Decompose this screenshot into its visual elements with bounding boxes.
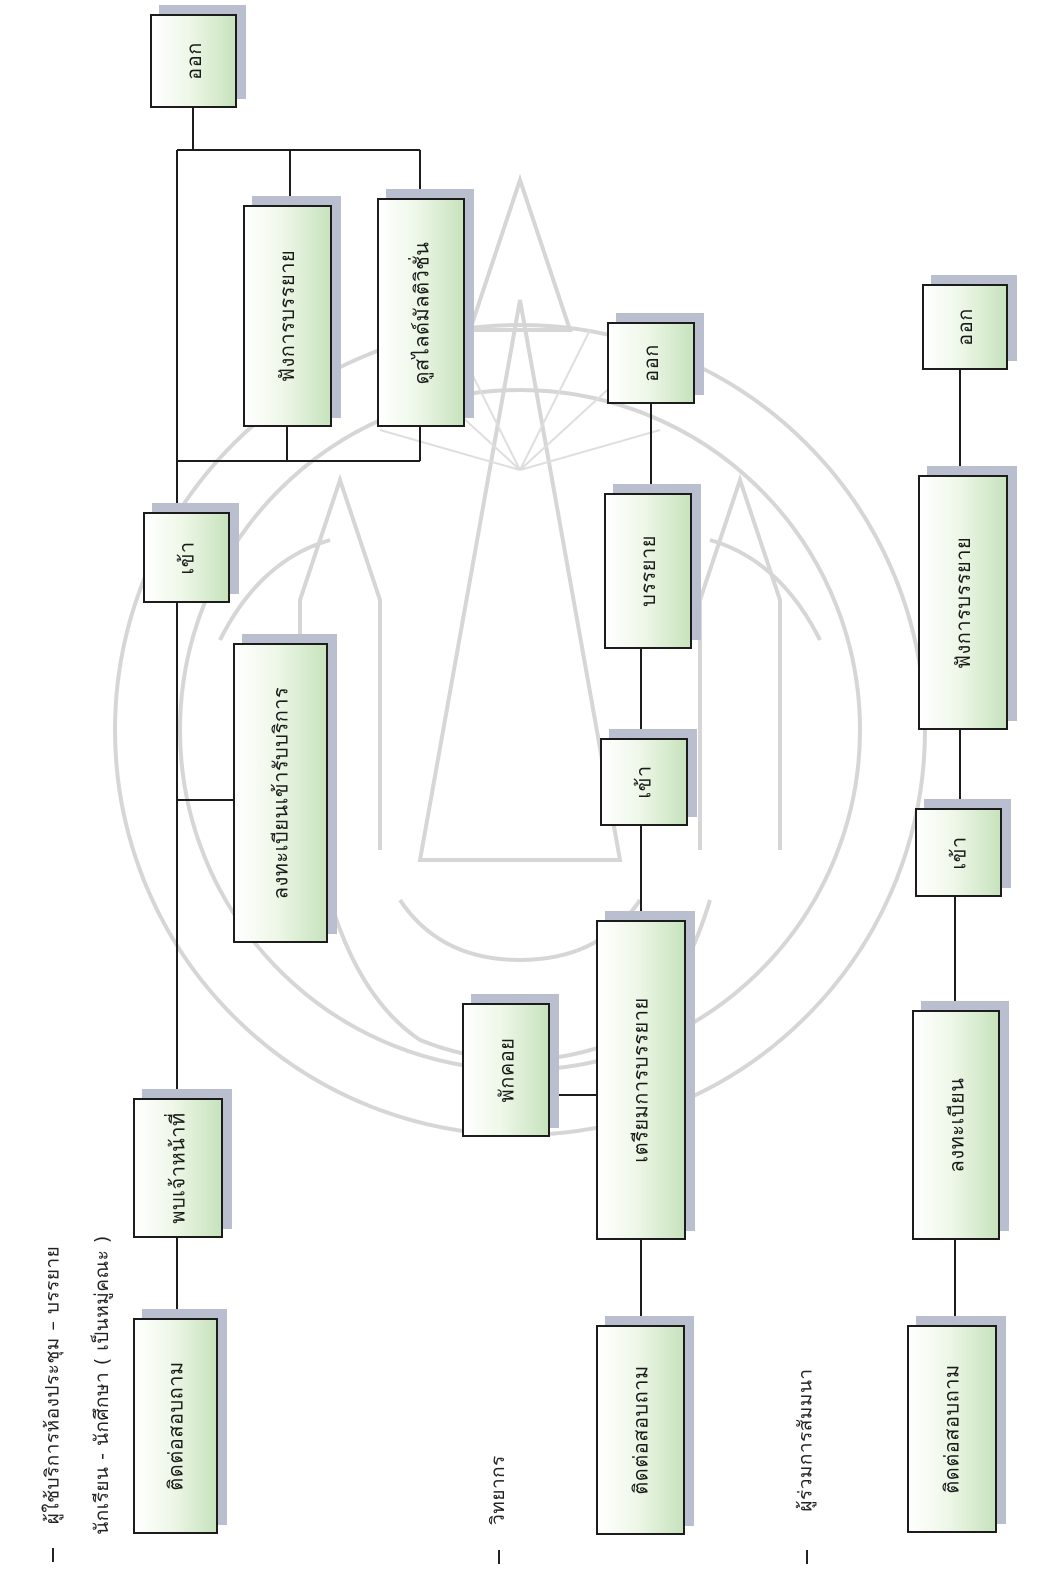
box-enter-3: เข้า (915, 808, 1002, 897)
box-rest-label: พักคอย (494, 1037, 518, 1103)
heading-students-text: นักเรียน - นักศึกษา ( เป็นหมู่คณะ ) (91, 1235, 114, 1535)
heading-seminar: ผู้ร่วมการสัมมนา (776, 1335, 836, 1545)
bullet-dash (52, 1548, 54, 1562)
heading-students: นักเรียน - นักศึกษา ( เป็นหมู่คณะ ) (72, 1200, 132, 1570)
box-exit-2-label: ออก (638, 344, 663, 382)
heading-speaker-text: วิทยากร (487, 1455, 509, 1525)
box-lecture: บรรยาย (604, 493, 692, 649)
box-enter-2-label: เข้า (632, 765, 656, 799)
box-contact-1: ติดต่อสอบถาม (133, 1318, 218, 1534)
box-enter-1: เข้า (143, 512, 230, 603)
box-exit-3-label: ออก (952, 308, 977, 346)
box-enter-2: เข้า (600, 738, 688, 826)
bullet-dash (806, 1550, 808, 1564)
box-slides-label: ดูสไลด์มัลติวิชั่น (409, 241, 433, 384)
box-contact-1-label: ติดต่อสอบถาม (163, 1361, 188, 1491)
box-prepare-label: เตรียมการบรรยาย (629, 997, 653, 1163)
box-register-service: ลงทะเบียนเข้ารับบริการ (233, 643, 328, 943)
heading-speaker: วิทยากร (468, 1440, 528, 1540)
box-meet-staff: พบเจ้าหน้าที่ (133, 1098, 223, 1238)
box-listen-1: ฟังการบรรยาย (243, 205, 332, 427)
box-enter-1-label: เข้า (174, 540, 199, 575)
box-slides: ดูสไลด์มัลติวิชั่น (377, 198, 465, 427)
heading-seminar-text: ผู้ร่วมการสัมมนา (795, 1368, 817, 1512)
box-rest: พักคอย (462, 1003, 550, 1137)
box-listen-3: ฟังการบรรยาย (918, 475, 1008, 730)
box-exit-3: ออก (922, 284, 1008, 370)
box-listen-3-label: ฟังการบรรยาย (951, 536, 976, 669)
box-prepare: เตรียมการบรรยาย (596, 920, 686, 1240)
box-listen-1-label: ฟังการบรรยาย (275, 249, 300, 383)
box-contact-2: ติดต่อสอบถาม (596, 1325, 685, 1535)
box-exit-1: ออก (150, 14, 237, 108)
box-register: ลงทะเบียน (912, 1010, 1000, 1240)
heading-users-text: ผู้ใช้บริการห้องประชุม – บรรยาย (41, 1245, 64, 1525)
bullet-dash (498, 1550, 500, 1564)
box-contact-3: ติดต่อสอบถาม (907, 1325, 997, 1533)
box-exit-2: ออก (607, 322, 695, 404)
box-register-label: ลงทะเบียน (944, 1077, 968, 1173)
box-enter-3-label: เข้า (946, 835, 971, 870)
box-register-service-label: ลงทะเบียนเข้ารับบริการ (268, 686, 293, 900)
box-contact-3-label: ติดต่อสอบถาม (940, 1364, 965, 1494)
box-meet-staff-label: พบเจ้าหน้าที่ (166, 1112, 190, 1224)
box-exit-1-label: ออก (181, 42, 206, 80)
box-contact-2-label: ติดต่อสอบถาม (628, 1365, 653, 1495)
box-lecture-label: บรรยาย (635, 535, 660, 607)
